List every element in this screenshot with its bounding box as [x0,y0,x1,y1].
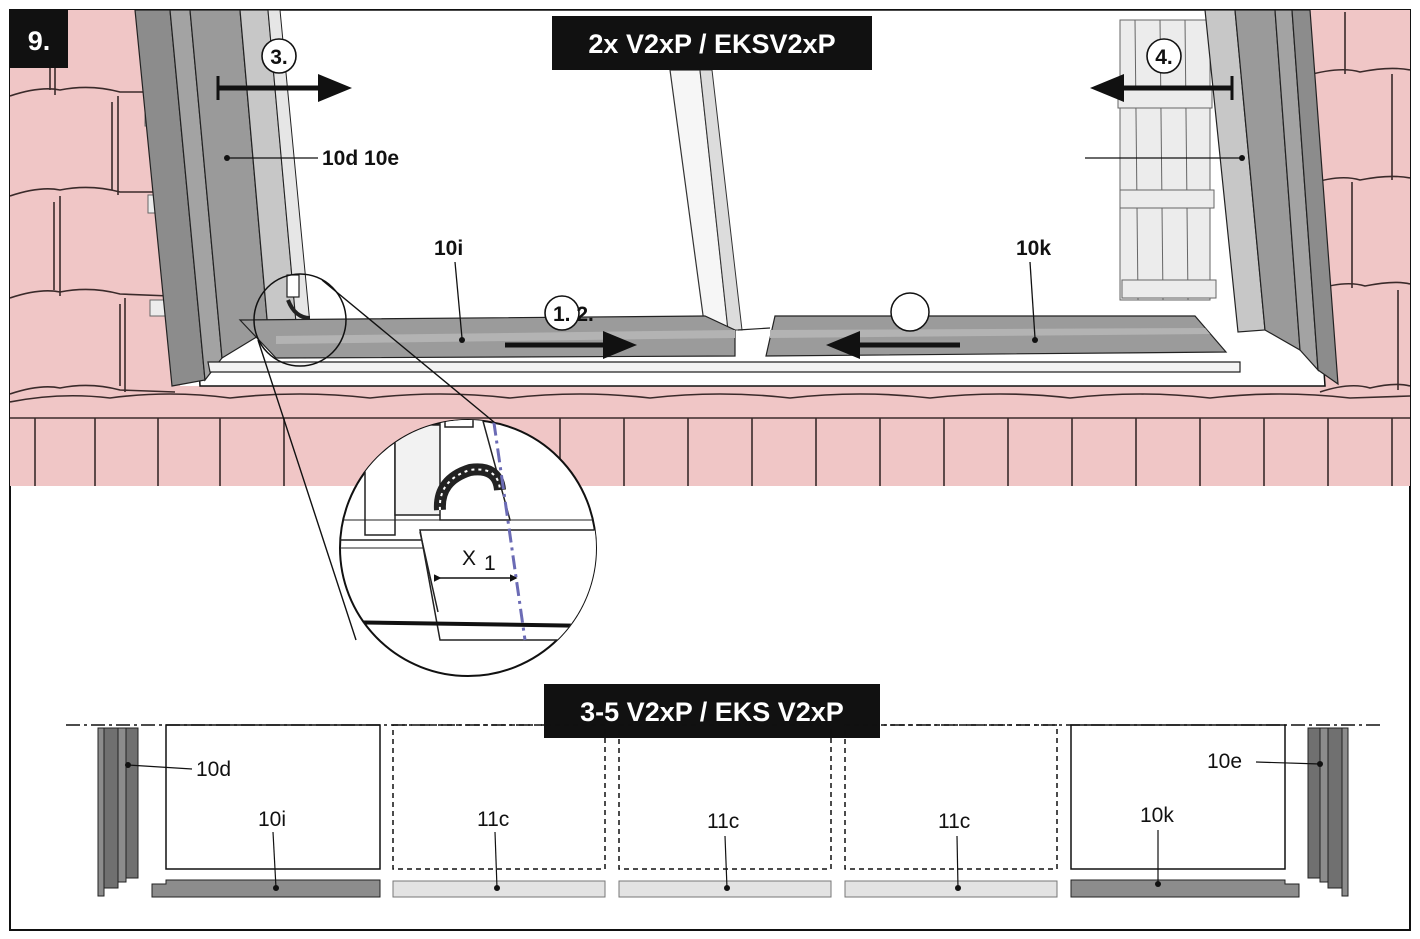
top-title: 2x V2xP / EKSV2xP [588,29,835,59]
clip [286,274,300,298]
step-4-label: 4. [1155,46,1173,69]
tile-lines-bottom [10,393,1410,486]
window-outline-3 [618,724,832,870]
step-bubble-3 [261,38,297,74]
label-panel-11c-2: 11c [707,810,739,833]
step-number-box [10,10,68,68]
bottom-leaders [127,761,1321,889]
window-outline-5 [1070,724,1286,870]
step-3-label: 3. [270,46,288,69]
arrow-step-1 [505,331,637,359]
hose [286,299,311,320]
flashing-10k-face [770,328,1210,338]
window-outline-2 [392,724,606,870]
step-1-2-label: 1. 2. [553,303,594,326]
window-outline-1 [165,724,381,870]
bottom-leader-dots [125,761,1323,891]
leader-lines [227,157,1242,339]
arrow-step-4 [1090,74,1234,102]
piece-10k [1070,879,1300,898]
bottom-title: 3-5 V2xP / EKS V2xP [580,697,844,727]
piece-10i [151,879,381,898]
arrow-step-3 [216,74,352,102]
top-banner [552,16,872,70]
label-panel-10k: 10k [1140,804,1174,827]
step-bubble-1 [544,295,580,331]
tiles-bottom [10,386,1410,486]
label-panel-11c-1: 11c [477,808,509,831]
step-number: 9. [28,26,51,56]
dimension-x: X [462,547,476,570]
label-10i: 10i [434,237,463,260]
sill [207,361,1241,373]
side-flashing-left [97,727,139,897]
window-outline-4 [844,724,1058,870]
label-panel-10i: 10i [258,808,286,831]
side-flashing-right [1307,727,1349,897]
leader-dots [224,155,1245,343]
bottom-banner [544,684,880,738]
flashing-10i-face [276,330,735,344]
label-10k: 10k [1016,237,1051,260]
piece-11c-3 [844,880,1058,898]
label-panel-11c-3: 11c [938,810,970,833]
zoom-source-circle [253,273,347,367]
detail-view: X 1 [339,419,597,677]
arrow-step-2 [826,331,960,359]
step-bubble-4 [1146,38,1182,74]
dimension-x-sub: 1 [484,552,496,575]
zoom-line-left [257,339,357,641]
flashing-joint [737,327,771,331]
tile-lines-right [1304,12,1410,393]
step-marker-empty [890,292,930,332]
roof-illustration: 3. 4. 1. 2. 10d 10e 10i 10k [10,10,1410,486]
label-10d-10e: 10d 10e [322,147,399,170]
label-10e: 10e [1207,750,1242,773]
label-10d: 10d [196,758,231,781]
